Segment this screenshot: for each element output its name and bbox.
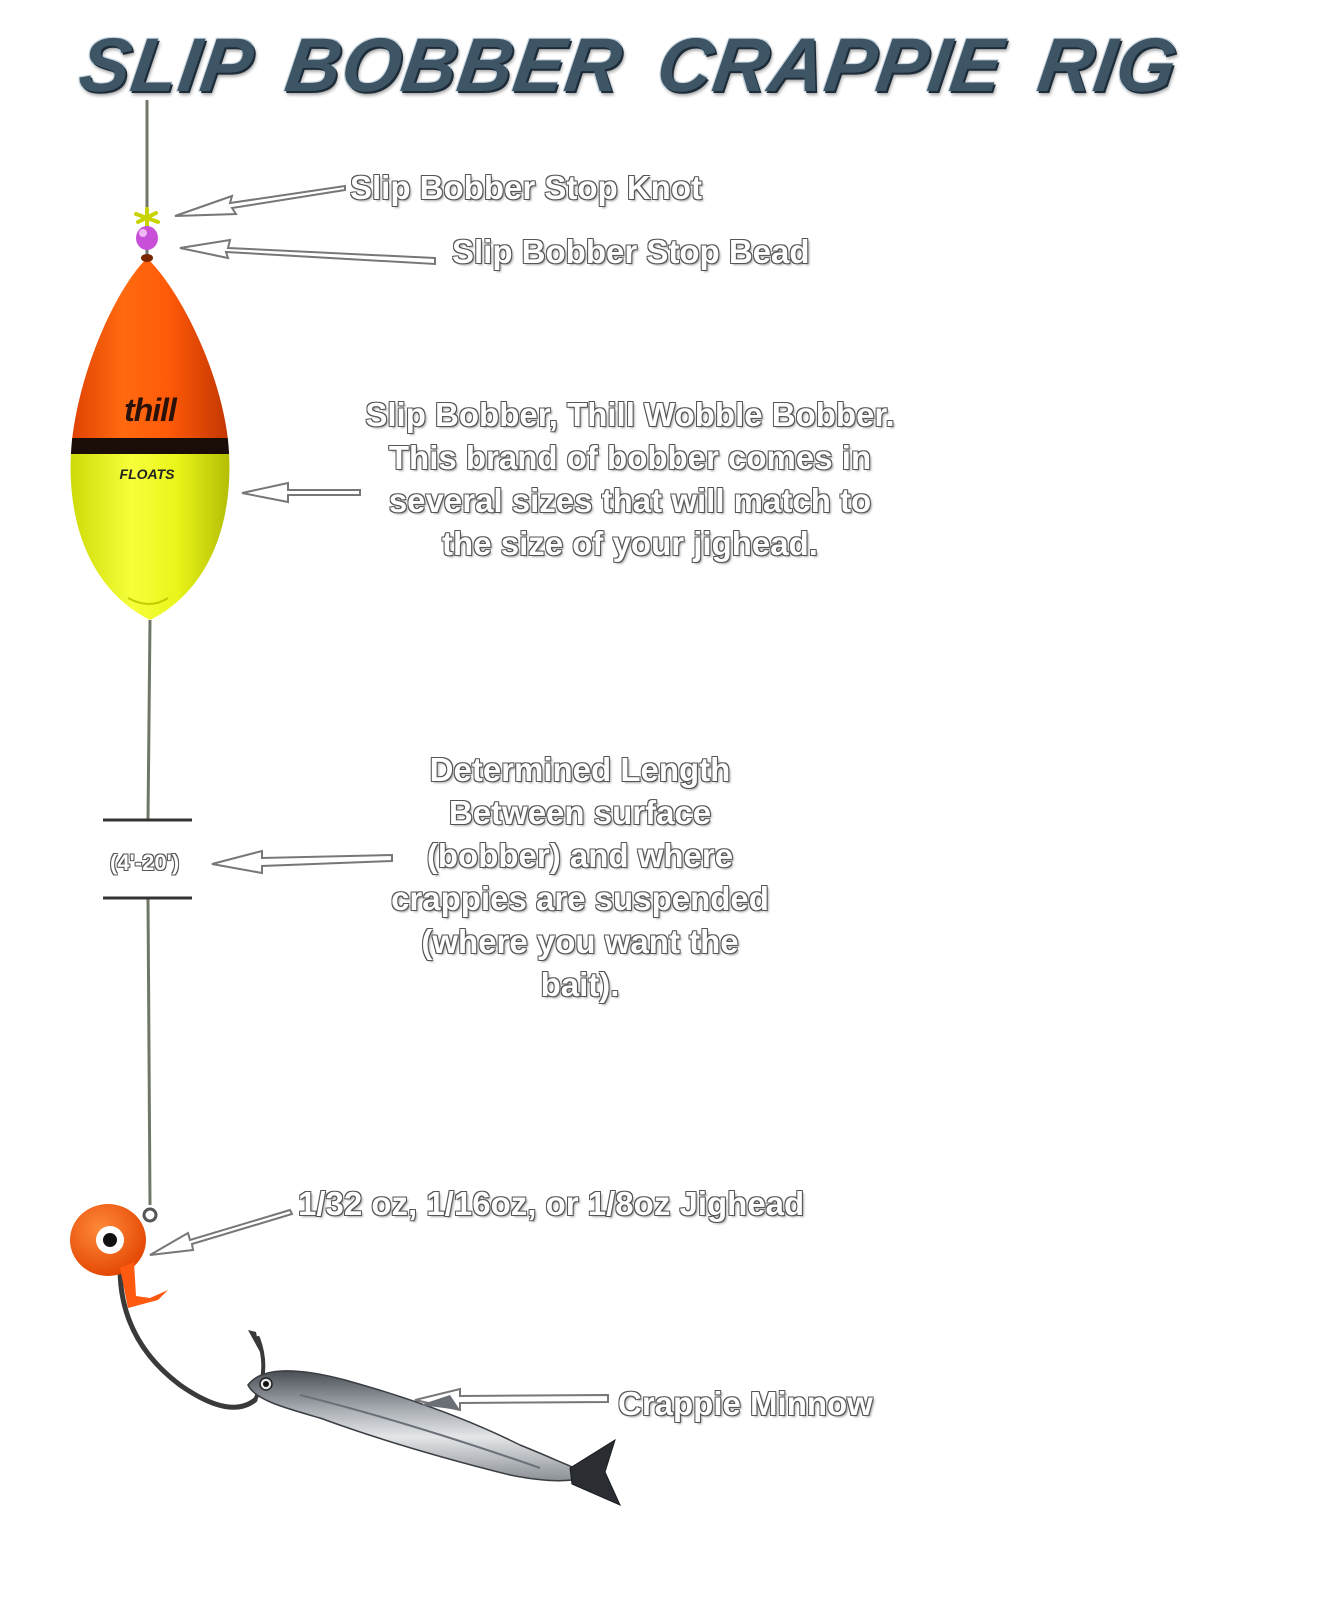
length-description-line: Determined Length (429, 751, 731, 788)
length-description-line: (bobber) and where (426, 837, 734, 874)
arrow-length (211, 849, 393, 875)
bobber-description: Slip Bobber, Thill Wobble Bobber. This b… (330, 393, 930, 565)
minnow-icon (247, 1370, 621, 1506)
bobber-icon (70, 254, 230, 620)
stop-bead-icon (136, 226, 158, 250)
jighead-icon (70, 1204, 266, 1410)
arrows (149, 184, 609, 1412)
stop-bead-label: Slip Bobber Stop Bead (452, 233, 810, 270)
length-description-line: Between surface (448, 794, 712, 831)
arrow-jighead (149, 1208, 294, 1256)
bobber-description-line: This brand of bobber comes in (388, 439, 872, 476)
length-description-line: crappies are suspended (391, 880, 769, 917)
arrow-stop-bead (179, 238, 436, 266)
diagram-title: SLIP BOBBER CRAPPIE RIG (74, 23, 1183, 108)
bobber-brand-logo: thill (124, 392, 177, 428)
bobber-brand-subtext: FLOATS (119, 466, 175, 482)
length-range-label: (4'-20') (110, 850, 180, 875)
length-description-line: (where you want the (421, 923, 739, 960)
stop-knot-icon (134, 207, 160, 230)
length-description: Determined Length Between surface (bobbe… (360, 748, 800, 1006)
bobber-description-line: the size of your jighead. (442, 525, 818, 562)
bobber-description-line: several sizes that will match to (388, 482, 872, 519)
length-description-line: bait). (540, 966, 620, 1003)
jighead-label: 1/32 oz, 1/16oz, or 1/8oz Jighead (298, 1185, 805, 1222)
arrow-bobber (241, 481, 361, 504)
length-bracket (103, 818, 192, 900)
stop-knot-label: Slip Bobber Stop Knot (350, 169, 702, 206)
arrow-stop-knot (174, 184, 346, 217)
bobber-description-line: Slip Bobber, Thill Wobble Bobber. (365, 396, 895, 433)
minnow-label: Crappie Minnow (618, 1385, 873, 1422)
